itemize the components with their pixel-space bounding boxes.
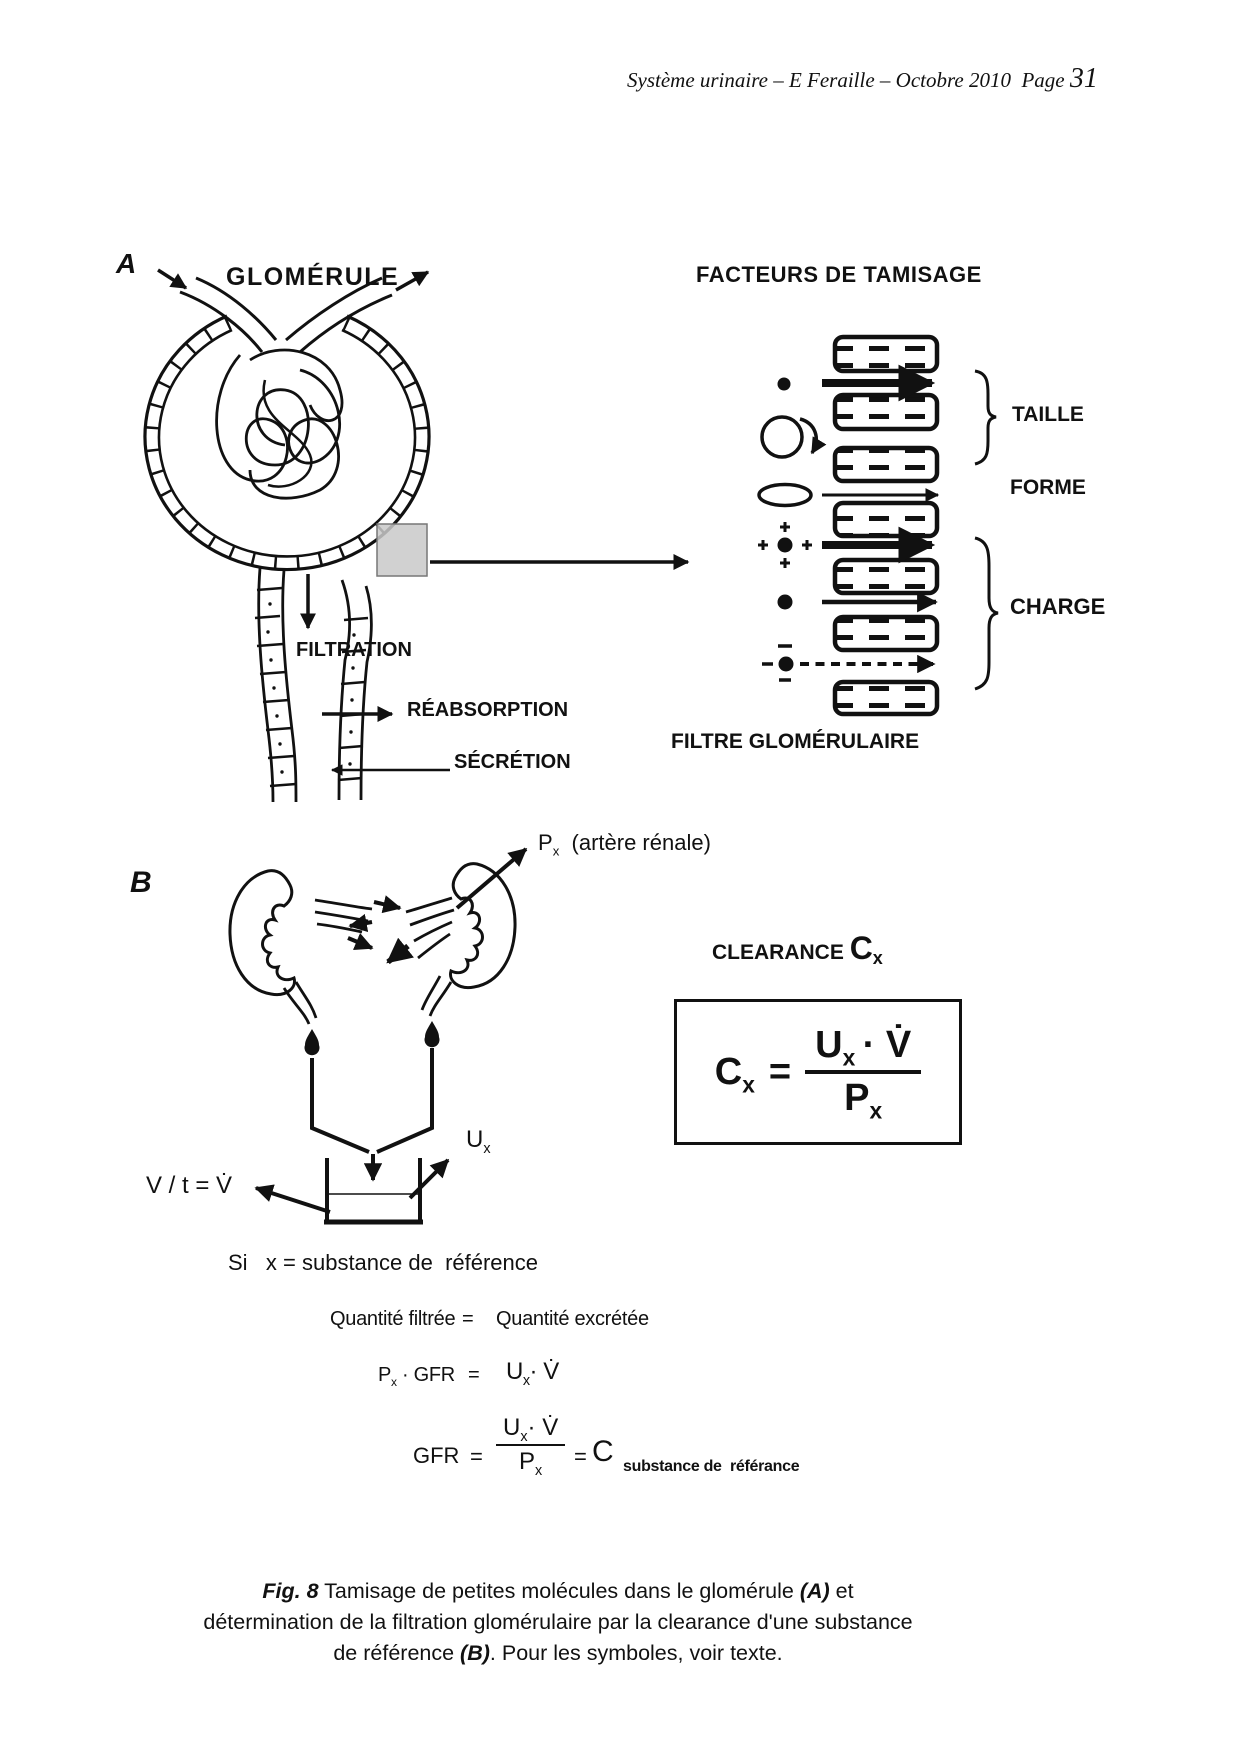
header-page-label: Page: [1021, 68, 1065, 92]
vessel-flow-arrows: [347, 895, 414, 965]
charge-label: CHARGE: [1010, 594, 1106, 619]
formula-denominator: Px: [844, 1077, 883, 1124]
row3-fraction: Ux· V̇ Px: [496, 1414, 566, 1479]
tubule-rungs-left: [254, 586, 297, 788]
neutral-dot: [777, 594, 793, 610]
row3-denominator: Px: [519, 1448, 543, 1479]
caption-line-2: détermination de la filtration glomérula…: [203, 1610, 913, 1634]
clearance-word: CLEARANCE: [712, 941, 844, 964]
clearance-formula-box: Cx = Ux · V̇ Px: [674, 999, 962, 1145]
artery-label: Px (artère rénale): [538, 830, 711, 859]
row2-rhs: Ux· V̇: [506, 1358, 559, 1389]
urine-drops: [304, 1021, 440, 1056]
clearance-c: C: [849, 930, 873, 966]
px-paren: (artère rénale): [571, 830, 711, 855]
px-sub: x: [552, 843, 560, 859]
small-molecule-dot: [777, 377, 791, 391]
kidney-left: [228, 869, 296, 997]
caption-line-3: de référence (B). Pour les symboles, voi…: [333, 1641, 783, 1665]
charge-brace: [974, 536, 999, 691]
clearance-heading: CLEARANCE Cx: [712, 930, 883, 967]
taille-brace: [974, 369, 997, 466]
panel-a-label: A: [116, 248, 137, 279]
figure-caption: Fig. 8 Tamisage de petites molécules dan…: [58, 1576, 1058, 1669]
glomerulus-drawing: [143, 268, 690, 803]
header-page-number: 31: [1069, 63, 1098, 94]
formula-lhs: Cx: [714, 1050, 755, 1098]
header-title: Système urinaire – E Feraille – Octobre …: [627, 68, 1011, 92]
caption-line-1: Fig. 8 Tamisage de petites molécules dan…: [262, 1579, 854, 1603]
row2-lhs: Px · GFR: [378, 1364, 455, 1389]
ux-label: Ux: [466, 1126, 491, 1157]
large-molecule-circle: [760, 415, 804, 459]
formula-equals: =: [768, 1050, 792, 1093]
oblong-molecule-ellipse: [757, 482, 813, 508]
efferent-arrow: [395, 270, 430, 292]
membrane-segments: [832, 334, 940, 717]
anion-dot: [778, 656, 794, 672]
tubule-dots-left: [266, 602, 284, 774]
formula-fraction: Ux · V̇ Px: [805, 1024, 922, 1124]
filtered-label: Quantité filtrée: [330, 1308, 456, 1330]
filter-caption: FILTRE GLOMÉRULAIRE: [671, 730, 920, 753]
row3-equals-2: =: [574, 1444, 587, 1469]
formula-numerator: Ux · V̇: [805, 1024, 922, 1074]
panel-b-label: B: [130, 866, 152, 899]
filter-membrane-diagram: [757, 334, 999, 717]
row2-equals: =: [468, 1364, 480, 1386]
kidneys-drawing: [228, 847, 528, 1225]
vt-label: V / t = V̇: [146, 1172, 233, 1199]
ureters: [282, 975, 453, 1025]
magnifier-region-box: [376, 523, 428, 577]
minus-signs: [762, 644, 792, 682]
kidney-right: [449, 862, 517, 990]
forme-label: FORME: [1010, 476, 1086, 499]
size-bounce-arrow: [799, 417, 827, 455]
urine-conc-arrow: [408, 1158, 450, 1200]
page-header: Système urinaire – E Feraille – Octobre …: [627, 63, 1098, 95]
derivation-eq1: =: [462, 1308, 474, 1330]
px-base: P: [538, 830, 553, 855]
taille-label: TAILLE: [1012, 403, 1084, 426]
filtration-label: FILTRATION: [296, 639, 412, 661]
sieving-title: FACTEURS DE TAMISAGE: [696, 262, 982, 287]
row3-equals: =: [470, 1444, 483, 1469]
afferent-arrow: [157, 268, 188, 290]
renal-vessels: [314, 896, 455, 960]
plus-signs: [758, 522, 812, 568]
row3-gfr: GFR: [413, 1443, 460, 1468]
clearance-c-sub: x: [872, 948, 883, 969]
caption-fig-label: Fig. 8: [262, 1579, 319, 1603]
row3-numerator: Ux· V̇: [496, 1414, 566, 1446]
row3-c: C: [592, 1435, 614, 1468]
panel-a-title: GLOMÉRULE: [226, 263, 400, 291]
row3-c-subscript: substance de référance: [623, 1458, 800, 1475]
secretion-label: SÉCRÉTION: [454, 751, 571, 773]
cation-dot: [777, 537, 793, 553]
si-line: Si x = substance de référence: [228, 1250, 539, 1275]
urine-flow-arrow: [254, 1184, 331, 1214]
excreted-label: Quantité excrétée: [496, 1308, 649, 1330]
funnel-left-line: [310, 1058, 370, 1154]
reabsorption-label: RÉABSORPTION: [407, 699, 569, 721]
funnel-right-line: [376, 1048, 434, 1154]
renal-artery-arrow: [455, 847, 528, 910]
tubule-dots-right: [348, 633, 356, 766]
